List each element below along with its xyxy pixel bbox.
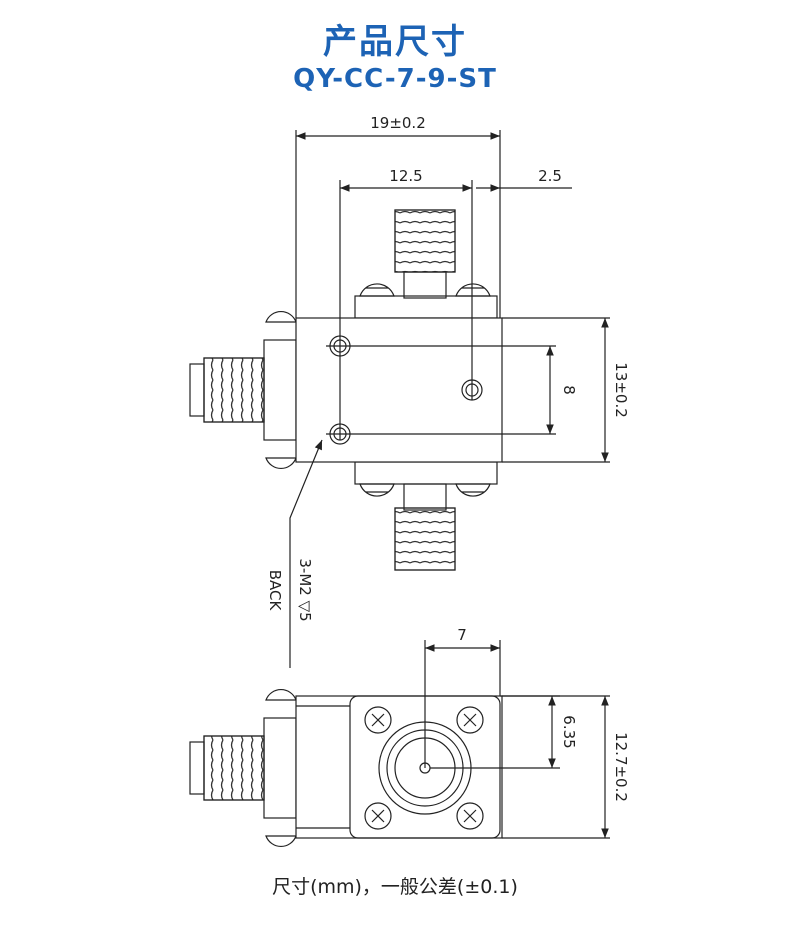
- dim-width: 19±0.2: [370, 114, 426, 132]
- top-flange: [354, 295, 498, 319]
- left-connector-flange: [263, 339, 297, 441]
- bottom-flange: [354, 461, 498, 485]
- top-view-dimensions: [289, 130, 610, 668]
- main-body: [295, 317, 503, 463]
- left-screw-bottom: [265, 457, 297, 470]
- top-connector-base: [403, 271, 447, 299]
- left-screw-top: [265, 310, 297, 323]
- dim-half-height: 6.35: [560, 715, 578, 748]
- side-view: [189, 688, 503, 848]
- dim-hole-spacing: 8: [560, 385, 578, 395]
- bottom-connector-thread: [394, 507, 456, 571]
- top-screw-right: [455, 283, 491, 297]
- bottom-connector-base: [403, 483, 447, 511]
- top-connector-thread: [394, 209, 456, 273]
- hole-note-sub: BACK: [266, 570, 284, 612]
- top-view: [189, 209, 503, 571]
- dim-height: 13±0.2: [612, 362, 630, 418]
- dim-port-offset: 12.5: [389, 167, 422, 185]
- tolerance-note: 尺寸(mm)，一般公差(±0.1): [272, 876, 518, 898]
- side-screw-bottom: [265, 835, 297, 848]
- dim-center: 7: [457, 626, 467, 644]
- bottom-screw-right: [455, 483, 491, 497]
- left-connector-tip: [189, 363, 205, 417]
- bottom-screw-left: [359, 483, 395, 497]
- side-connector-flange: [263, 717, 297, 819]
- left-connector-thread: [203, 357, 265, 423]
- bottom-connector-outline: [394, 507, 456, 571]
- side-view-dimensions: [424, 640, 610, 839]
- dim-edge-offset: 2.5: [538, 167, 562, 185]
- page-title: 产品尺寸: [323, 22, 467, 62]
- top-screw-left: [359, 283, 395, 297]
- flange-screws: [364, 706, 484, 830]
- hole-note: 3-M2 ▽5: [296, 558, 314, 621]
- side-screw-top: [265, 688, 297, 701]
- dim-side-height: 12.7±0.2: [612, 732, 630, 802]
- side-connector-thread: [203, 735, 265, 801]
- side-connector-tip: [189, 741, 205, 795]
- model-number: QY-CC-7-9-ST: [293, 64, 497, 94]
